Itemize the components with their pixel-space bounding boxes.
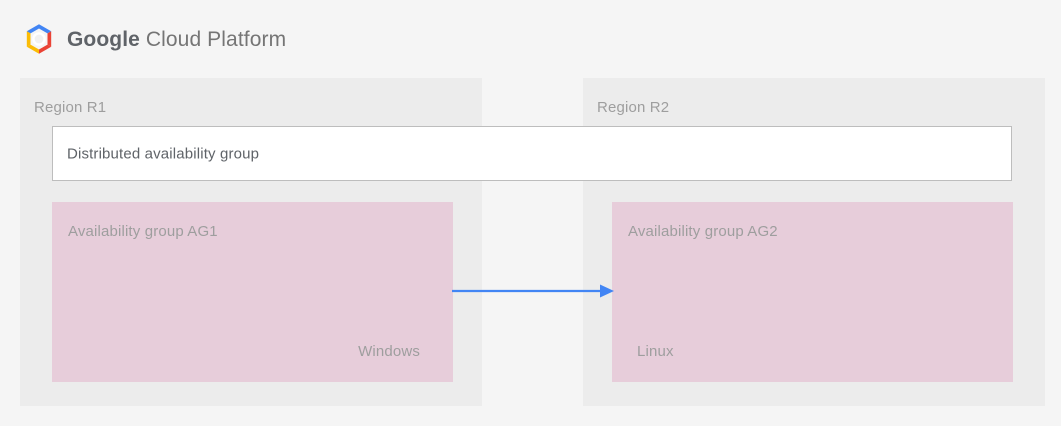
region-label-r2: Region R2 bbox=[597, 99, 670, 116]
distributed-availability-group-label: Distributed availability group bbox=[67, 145, 260, 162]
page-header: Google Cloud Platform bbox=[0, 0, 1061, 78]
distributed-availability-group-box: Distributed availability group bbox=[52, 126, 1012, 181]
availability-group-box-ag1: Availability group AG1 Windows bbox=[52, 202, 453, 382]
availability-group-title-ag2: Availability group AG2 bbox=[628, 223, 778, 240]
brand-title: Google Cloud Platform bbox=[67, 29, 286, 50]
availability-group-box-ag2: Availability group AG2 Linux bbox=[612, 202, 1013, 382]
google-cloud-platform-logo-icon bbox=[22, 22, 67, 56]
brand-title-cloud-platform: Cloud Platform bbox=[145, 27, 287, 51]
availability-group-os-ag1: Windows bbox=[358, 343, 420, 360]
replication-arrow bbox=[452, 278, 616, 304]
availability-group-os-ag2: Linux bbox=[637, 343, 674, 360]
brand-title-google: Google bbox=[67, 27, 140, 51]
availability-group-title-ag1: Availability group AG1 bbox=[68, 223, 218, 240]
region-label-r1: Region R1 bbox=[34, 99, 107, 116]
